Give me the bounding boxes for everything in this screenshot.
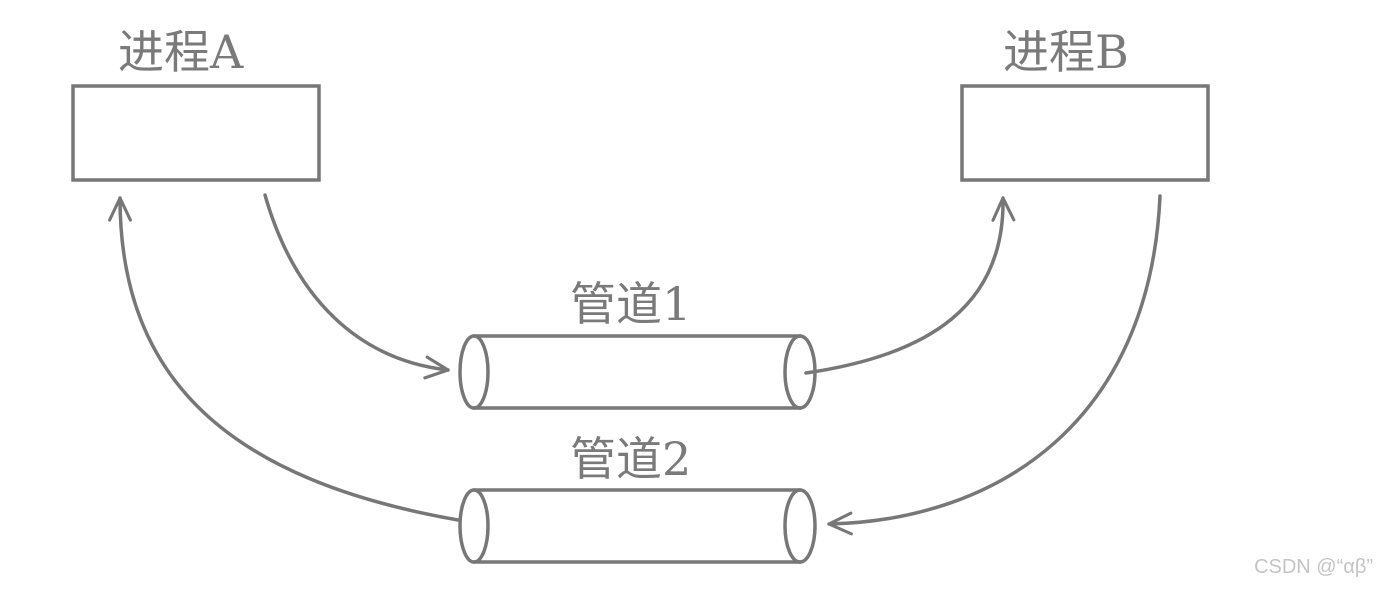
process-a-node: 进程A — [71, 25, 321, 182]
process-a-label: 进程A — [118, 25, 244, 79]
pipe-2-left-end — [458, 488, 490, 564]
pipe-1-node: 管道1 — [458, 277, 817, 410]
pipe-2-right-end-outer — [798, 488, 817, 564]
watermark-text: CSDN @“αβ” — [1254, 556, 1373, 578]
pipe-1-label: 管道1 — [570, 277, 691, 331]
pipe-2-right-end-inner — [783, 488, 802, 564]
arrow-pipe-1-to-process-b — [804, 196, 1003, 375]
process-b-node: 进程B — [960, 25, 1210, 182]
pipe-2-body — [472, 488, 802, 564]
arrow-process-a-to-pipe-1 — [263, 193, 450, 370]
process-b-label: 进程B — [1003, 25, 1129, 79]
arrow-process-b-to-pipe-2 — [827, 194, 1162, 524]
pipe-2-node: 管道2 — [458, 432, 817, 564]
pipe-1-right-end-inner — [783, 334, 802, 410]
process-b-box — [960, 84, 1210, 182]
pipe-1-body — [472, 334, 802, 410]
pipe-1-left-end — [458, 334, 490, 410]
pipe-2-label: 管道2 — [570, 432, 691, 486]
arrow-pipe-2-to-process-a — [120, 196, 460, 522]
process-a-box — [71, 84, 321, 182]
